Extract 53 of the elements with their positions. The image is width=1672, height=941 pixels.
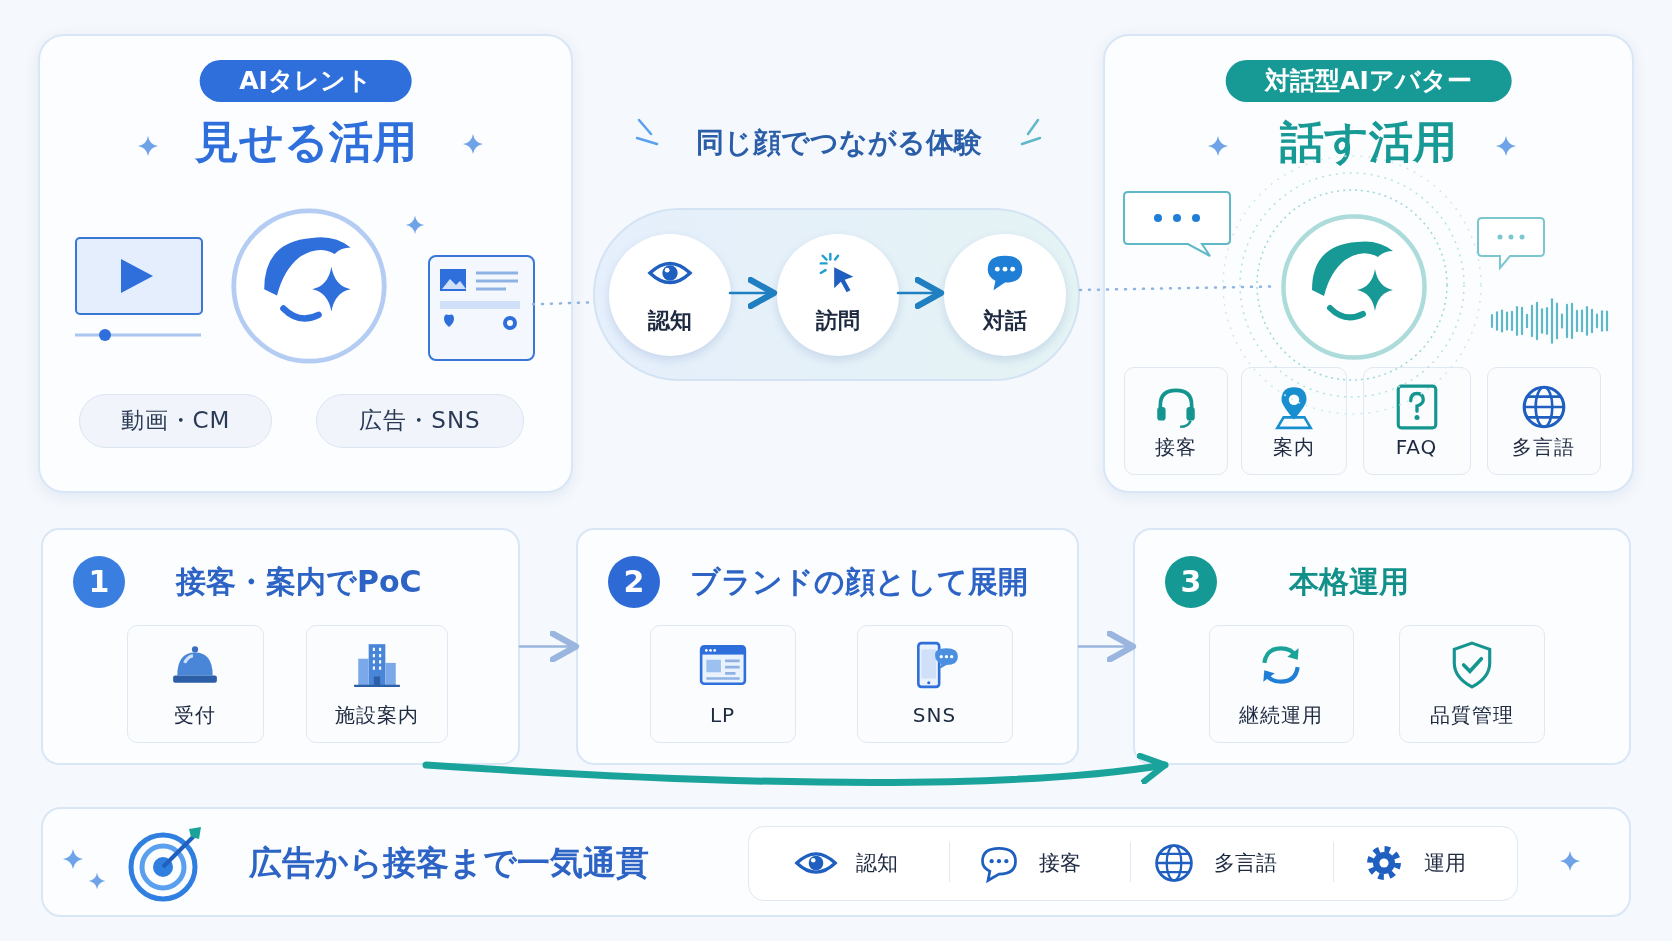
title-badge: 対話型AIアバター — [1225, 60, 1512, 102]
arrow — [518, 630, 580, 663]
feature-tile — [1487, 367, 1601, 475]
step-number-badge: 2 — [608, 556, 660, 608]
item-label: 多言語 — [1214, 850, 1277, 877]
step-label: 対話 — [981, 307, 1028, 335]
step-label: 訪問 — [815, 307, 861, 335]
panel-title: 話す活用 — [1280, 115, 1457, 169]
tile-label: 多言語 — [1511, 434, 1576, 461]
item-label: 認知 — [856, 850, 898, 877]
tile-label: 案内 — [1271, 434, 1316, 461]
step-number-badge: 1 — [73, 556, 125, 608]
item-label: 接客 — [1039, 850, 1081, 877]
feature-tile — [650, 625, 796, 743]
tile-label: FAQ — [1394, 434, 1439, 461]
summary-bar — [41, 807, 1631, 917]
feature-tile — [1399, 625, 1545, 743]
step-number-badge: 3 — [1165, 556, 1217, 608]
tile-label: 施設案内 — [333, 702, 420, 729]
ad-card-icon — [428, 255, 535, 361]
feature-tile — [306, 625, 448, 743]
tag-pill: 広告・SNS — [316, 394, 524, 448]
feature-tile — [1209, 625, 1354, 743]
arrow — [422, 752, 1169, 786]
step-heading: 本格運用 — [1289, 563, 1409, 601]
tile-label: 継続運用 — [1238, 702, 1324, 729]
step-panel — [1133, 528, 1631, 765]
tag-pill: 動画・CM — [79, 394, 272, 448]
journey-caption: 同じ顔でつながる体験 — [696, 125, 982, 161]
tile-label: 受付 — [173, 702, 217, 729]
item-label: 運用 — [1424, 850, 1466, 877]
arrow — [1077, 630, 1137, 663]
title-badge: AIタレント — [199, 60, 412, 102]
feature-tile — [1124, 367, 1228, 475]
tile-label: 接客 — [1153, 434, 1198, 461]
step-panel — [576, 528, 1079, 765]
panel-title: 見せる活用 — [194, 115, 417, 169]
panel-card — [1103, 34, 1634, 493]
arrow — [728, 276, 778, 310]
bar-heading: 広告から接客まで一気通貫 — [249, 842, 649, 884]
avatar-drawing — [1279, 212, 1429, 362]
feature-tile — [1241, 367, 1347, 475]
step-heading: 接客・案内でPoC — [176, 563, 422, 601]
feature-tile — [127, 625, 264, 743]
tile-label: LP — [708, 702, 737, 729]
step-panel — [41, 528, 520, 765]
arrow — [896, 276, 945, 310]
step-label: 認知 — [647, 307, 693, 335]
step-heading: ブランドの顔として展開 — [690, 563, 1028, 601]
feature-tile — [857, 625, 1013, 743]
tile-label: 品質管理 — [1428, 702, 1515, 729]
feature-tile — [1363, 367, 1471, 475]
tile-label: SNS — [911, 702, 958, 729]
